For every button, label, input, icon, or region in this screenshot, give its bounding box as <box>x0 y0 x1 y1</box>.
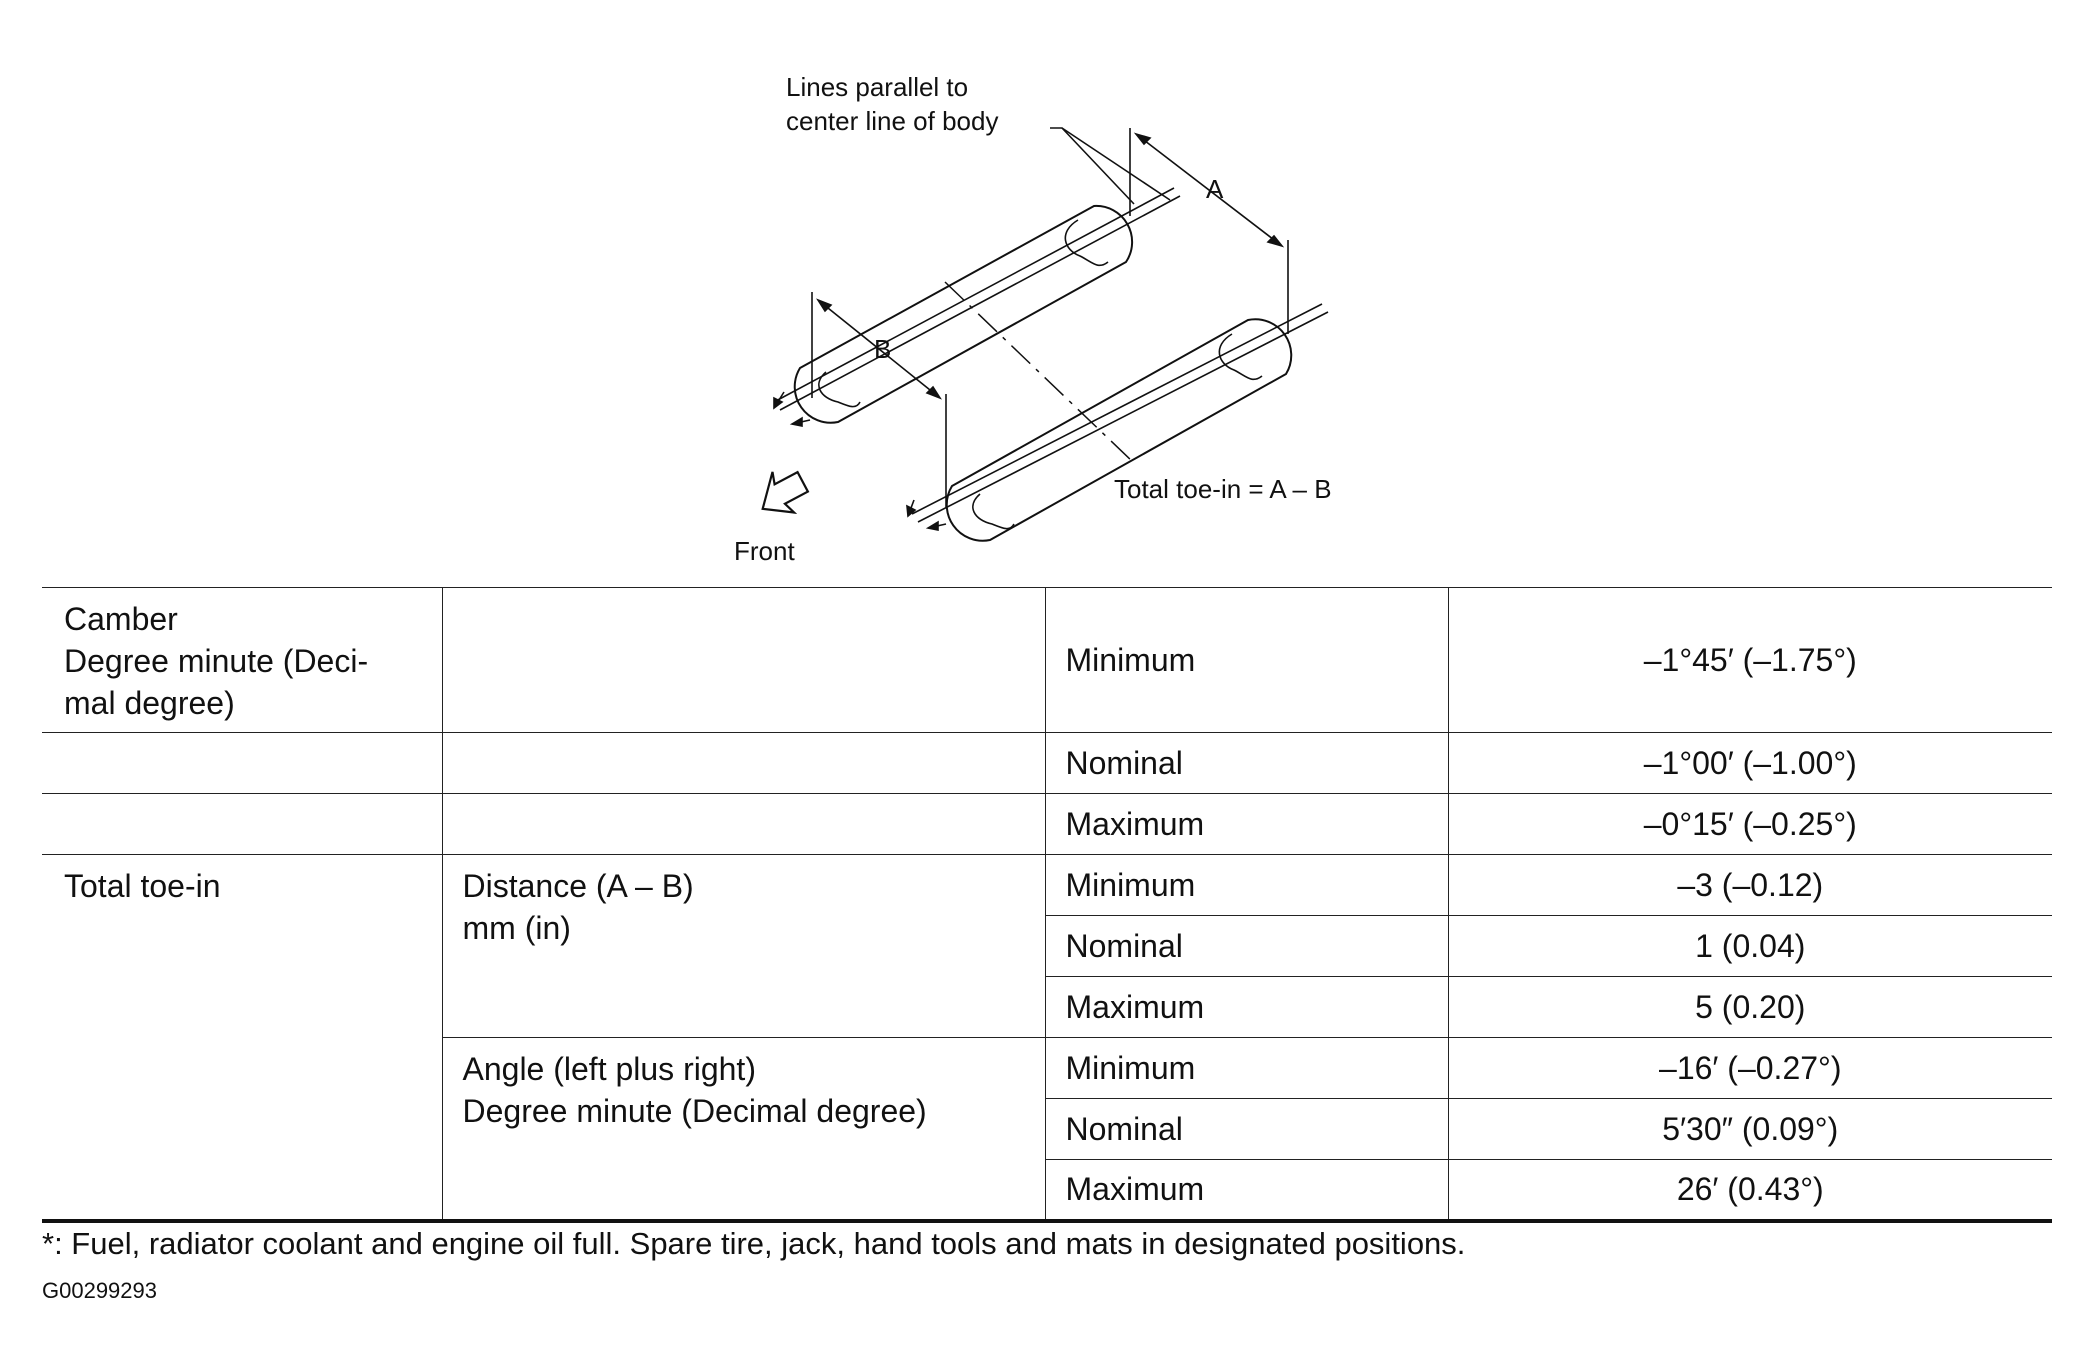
value-cell: –1°45′ (–1.75°) <box>1447 587 2052 733</box>
front-arrow-icon <box>761 470 810 514</box>
value-cell: –3 (–0.12) <box>1447 854 2052 916</box>
distance-label: Distance (A – B) mm (in) <box>441 854 1045 1038</box>
dimension-b-label: B <box>874 334 891 364</box>
reference-id: G00299293 <box>42 1278 157 1303</box>
value-cell: –0°15′ (–0.25°) <box>1447 793 2052 855</box>
angle-label: Angle (left plus right) Degree minute (D… <box>441 1037 1045 1223</box>
value-cell: 5′30″ (0.09°) <box>1447 1098 2052 1160</box>
value-cell: –1°00′ (–1.00°) <box>1447 732 2052 794</box>
front-label: Front <box>734 536 795 566</box>
level-cell: Maximum <box>1044 793 1448 855</box>
table-row: Maximum –0°15′ (–0.25°) <box>42 793 2052 855</box>
table-row: Maximum 26′ (0.43°) <box>42 1159 2052 1223</box>
level-cell: Nominal <box>1044 915 1448 977</box>
end-arrows <box>773 391 947 531</box>
table-row: Maximum 5 (0.20) <box>42 976 2052 1038</box>
body-centerline <box>944 281 1136 465</box>
level-cell: Maximum <box>1044 1159 1448 1223</box>
dimension-a-label: A <box>1206 174 1224 204</box>
table-row: Nominal 5′30″ (0.09°) <box>42 1098 2052 1160</box>
value-cell: 5 (0.20) <box>1447 976 2052 1038</box>
callout-leader <box>1050 127 1135 205</box>
table-row: Camber Degree minute (Deci- mal degree) … <box>42 587 2052 733</box>
level-cell: Nominal <box>1044 732 1448 794</box>
level-cell: Nominal <box>1044 1098 1448 1160</box>
dimension-a <box>1129 128 1289 334</box>
alignment-spec-table: Camber Degree minute (Deci- mal degree) … <box>42 587 2052 1223</box>
table-row: Total toe-in Distance (A – B) mm (in) Mi… <box>42 854 2052 1223</box>
level-cell: Minimum <box>1044 1037 1448 1099</box>
callout-text-line2: center line of body <box>786 106 998 136</box>
dimension-b <box>811 292 947 508</box>
toe-in-label: Total toe-in <box>42 854 442 1223</box>
table-row: Nominal 1 (0.04) <box>42 915 2052 977</box>
camber-label: Camber Degree minute (Deci- mal degree) <box>42 587 442 733</box>
toe-in-diagram: Lines parallel to center line of body A … <box>734 72 1332 566</box>
parallel-lines <box>773 187 1329 523</box>
level-cell: Maximum <box>1044 976 1448 1038</box>
value-cell: 1 (0.04) <box>1447 915 2052 977</box>
left-tire <box>793 204 1134 424</box>
value-cell: –16′ (–0.27°) <box>1447 1037 2052 1099</box>
table-row: Nominal –1°00′ (–1.00°) <box>42 732 2052 794</box>
toe-in-formula: Total toe-in = A – B <box>1114 474 1332 504</box>
level-cell: Minimum <box>1044 587 1448 733</box>
right-tire <box>945 318 1293 542</box>
level-cell: Minimum <box>1044 854 1448 916</box>
footnote: *: Fuel, radiator coolant and engine oil… <box>42 1226 1466 1261</box>
table-row: Angle (left plus right) Degree minute (D… <box>42 1037 2052 1223</box>
callout-text-line1: Lines parallel to <box>786 72 968 102</box>
value-cell: 26′ (0.43°) <box>1447 1159 2052 1223</box>
